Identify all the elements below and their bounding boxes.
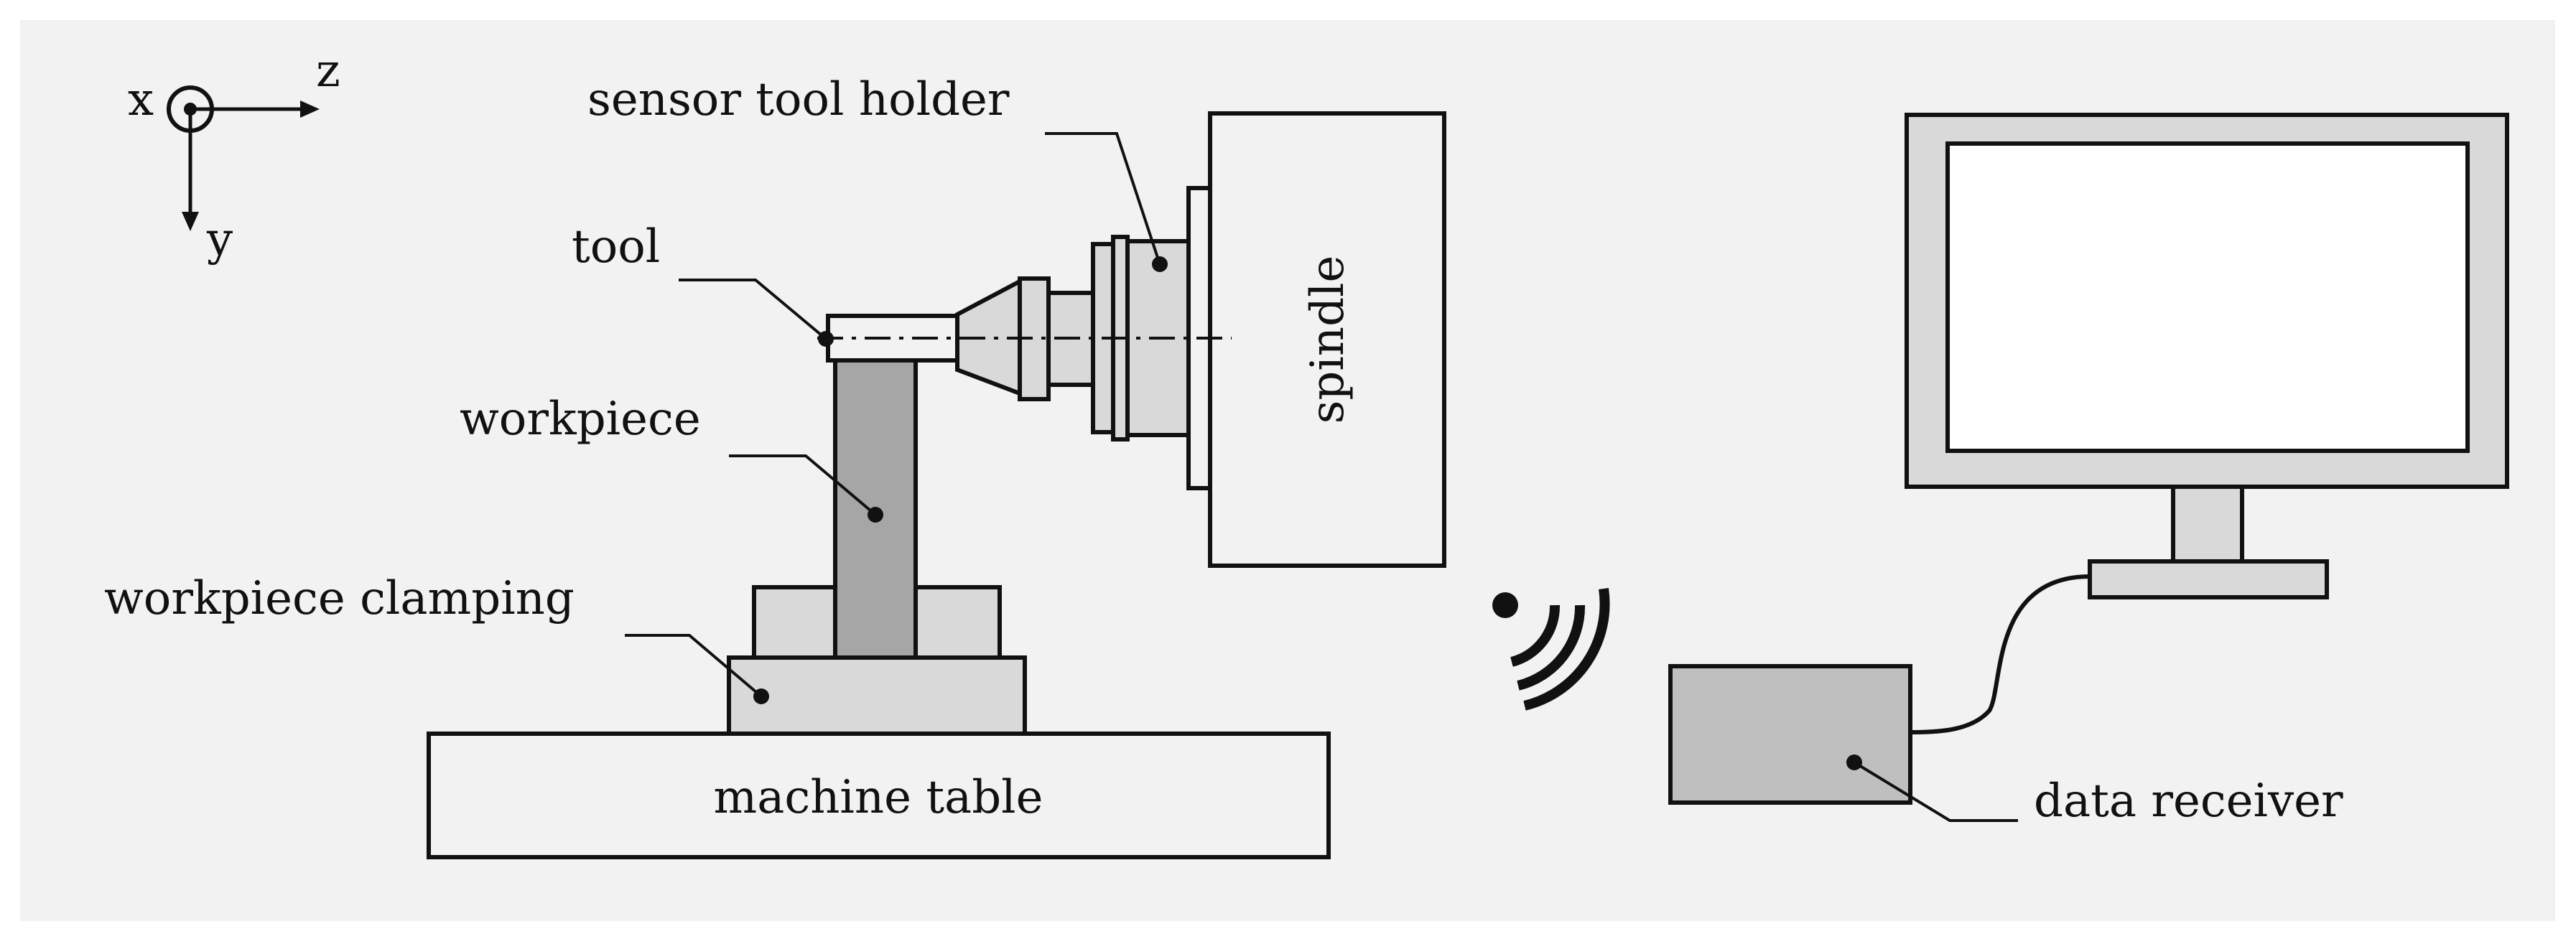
- workpiece-leader-dot: [868, 507, 883, 523]
- workpiece-leader: [729, 454, 877, 516]
- sensor-tool-holder-label: sensor tool holder: [587, 73, 1010, 126]
- data-receiver: [1668, 664, 1912, 805]
- axis-label-z: z: [316, 45, 340, 98]
- monitor-stand-neck: [2171, 485, 2244, 564]
- tool-leader: [679, 279, 827, 340]
- sensor-tool-holder-leader: [1045, 132, 1161, 265]
- monitor-stand-base: [2088, 559, 2329, 599]
- data-cable: [1910, 574, 2091, 734]
- tool-leader-dot: [818, 331, 834, 347]
- monitor-icon: [1905, 113, 2509, 599]
- axis-label-x: x: [128, 73, 154, 126]
- spindle-label: spindle: [1301, 256, 1354, 424]
- machine-table-label: machine table: [714, 771, 1043, 824]
- tool-label: tool: [572, 220, 660, 274]
- workpiece-label: workpiece: [460, 393, 701, 446]
- spindle: [1208, 111, 1446, 568]
- workpiece-clamping-base: [727, 655, 1027, 736]
- data-receiver-leader-dot: [1846, 755, 1862, 770]
- data-receiver-leader: [1853, 761, 2018, 822]
- wireless-signal-icon: [1492, 587, 1610, 711]
- workpiece-clamping-leader: [625, 634, 763, 698]
- workpiece-clamping-leader-dot: [753, 688, 769, 704]
- data-receiver-label: data receiver: [2034, 775, 2343, 828]
- workpiece-clamping-label: workpiece clamping: [104, 572, 575, 625]
- axis-label-y: y: [206, 213, 233, 266]
- monitor-screen: [1945, 141, 2470, 453]
- sensor-tool-holder-leader-dot: [1152, 256, 1168, 272]
- coordinate-axes-icon: [167, 85, 320, 231]
